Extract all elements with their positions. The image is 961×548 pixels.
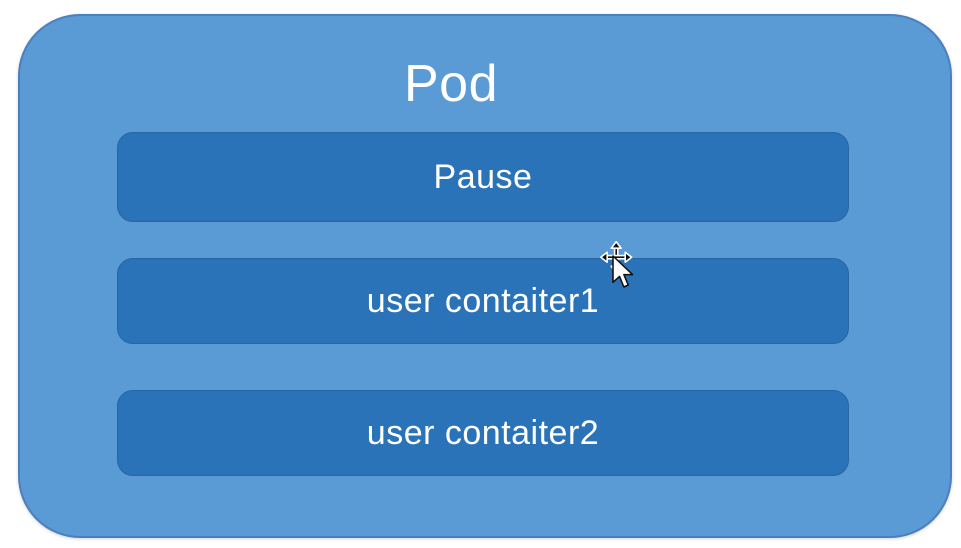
user-container1-box: user contaiter1 xyxy=(117,258,849,344)
pod-container: Pod Pause user contaiter1 user contaiter… xyxy=(18,14,952,538)
pod-title: Pod xyxy=(403,55,499,113)
user-container2-label: user contaiter2 xyxy=(366,413,600,452)
user-container2-box: user contaiter2 xyxy=(117,390,849,476)
pause-container-label: Pause xyxy=(433,157,533,196)
user-container1-label: user contaiter1 xyxy=(366,281,600,320)
pause-container-box: Pause xyxy=(117,132,849,222)
